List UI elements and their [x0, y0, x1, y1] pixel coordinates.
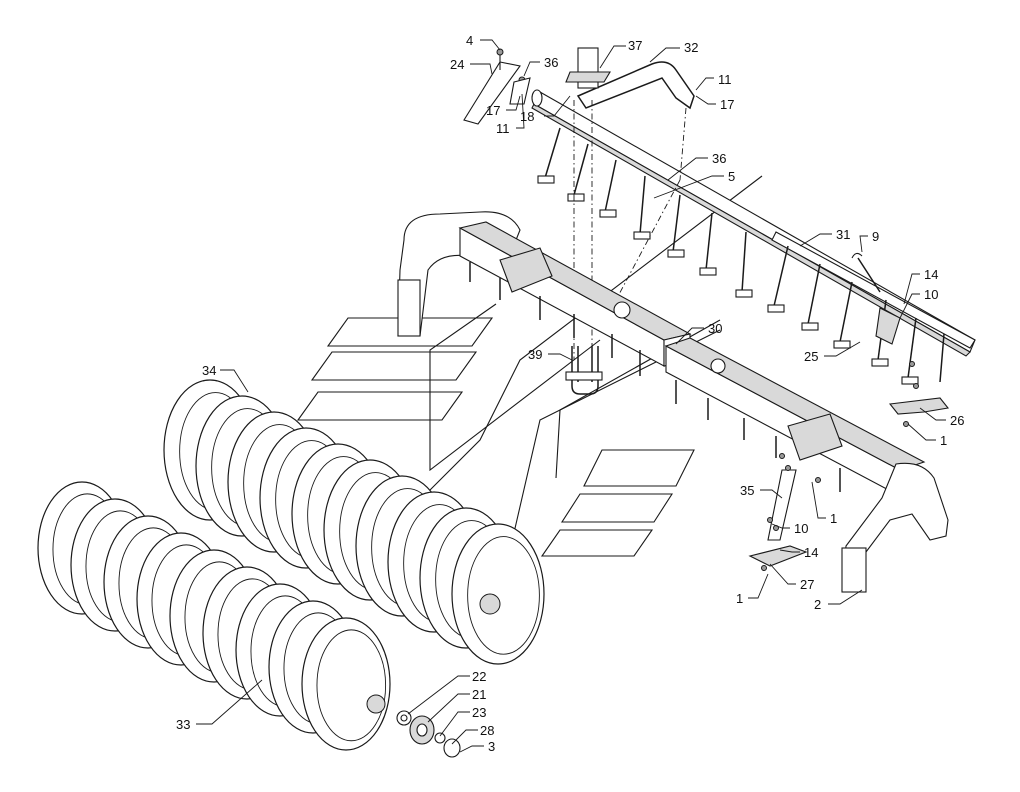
- callout-3: 3: [488, 739, 495, 754]
- callout-17: 17: [720, 97, 734, 112]
- roller-disc: [451, 523, 545, 665]
- callout-14: 14: [804, 545, 818, 560]
- callout-25: 25: [804, 349, 818, 364]
- roller-disc-rim: [316, 629, 387, 742]
- bolt-9: [851, 252, 881, 293]
- bracket-24: [463, 48, 531, 125]
- upper-tines: [537, 127, 753, 298]
- text-plates-right: [540, 449, 695, 557]
- callout-32: 32: [684, 40, 698, 55]
- callout-1: 1: [830, 511, 837, 526]
- callout-21: 21: [472, 687, 486, 702]
- roller-hub: [366, 694, 386, 714]
- callout-11: 11: [496, 121, 510, 136]
- rear-tines: [767, 245, 945, 385]
- callout-5: 5: [728, 169, 735, 184]
- roller-disc: [301, 617, 391, 751]
- callout-34: 34: [202, 363, 216, 378]
- tine-26: [875, 307, 950, 427]
- callout-4: 4: [466, 33, 473, 48]
- callout-14: 14: [924, 267, 938, 282]
- callout-24: 24: [450, 57, 464, 72]
- shaft-end-parts: [396, 710, 461, 758]
- callout-27: 27: [800, 577, 814, 592]
- callout-36: 36: [544, 55, 558, 70]
- callout-9: 9: [872, 229, 879, 244]
- callout-36: 36: [712, 151, 726, 166]
- callout-28: 28: [480, 723, 494, 738]
- callout-10: 10: [794, 521, 808, 536]
- callout-31: 31: [836, 227, 850, 242]
- shank-35: [748, 453, 821, 571]
- main-frame-left: [397, 211, 692, 376]
- callout-23: 23: [472, 705, 486, 720]
- callout-17: 17: [486, 103, 500, 118]
- u-bolt-39: [565, 346, 603, 395]
- callout-39: 39: [528, 347, 542, 362]
- roller-disc-rim: [467, 536, 540, 655]
- callout-labels: 4 24 36 17 11 37 32 11 17 18 36 5 31 9 1…: [176, 33, 964, 754]
- callout-35: 35: [740, 483, 754, 498]
- callout-30: 30: [708, 321, 722, 336]
- leader-lines: [196, 39, 946, 753]
- callout-11: 11: [718, 72, 732, 87]
- callout-1: 1: [940, 433, 947, 448]
- callout-18: 18: [520, 109, 534, 124]
- callout-10: 10: [924, 287, 938, 302]
- roller-34: [163, 379, 545, 665]
- callout-33: 33: [176, 717, 190, 732]
- callout-2: 2: [814, 597, 821, 612]
- roller-hub: [479, 593, 501, 615]
- text-plates-left: [296, 317, 494, 421]
- roller-33: [37, 481, 391, 751]
- callout-22: 22: [472, 669, 486, 684]
- hitch-frame-upper: [531, 47, 976, 385]
- callout-1: 1: [736, 591, 743, 606]
- callout-37: 37: [628, 38, 642, 53]
- callout-26: 26: [950, 413, 964, 428]
- main-frame-right: [664, 337, 949, 593]
